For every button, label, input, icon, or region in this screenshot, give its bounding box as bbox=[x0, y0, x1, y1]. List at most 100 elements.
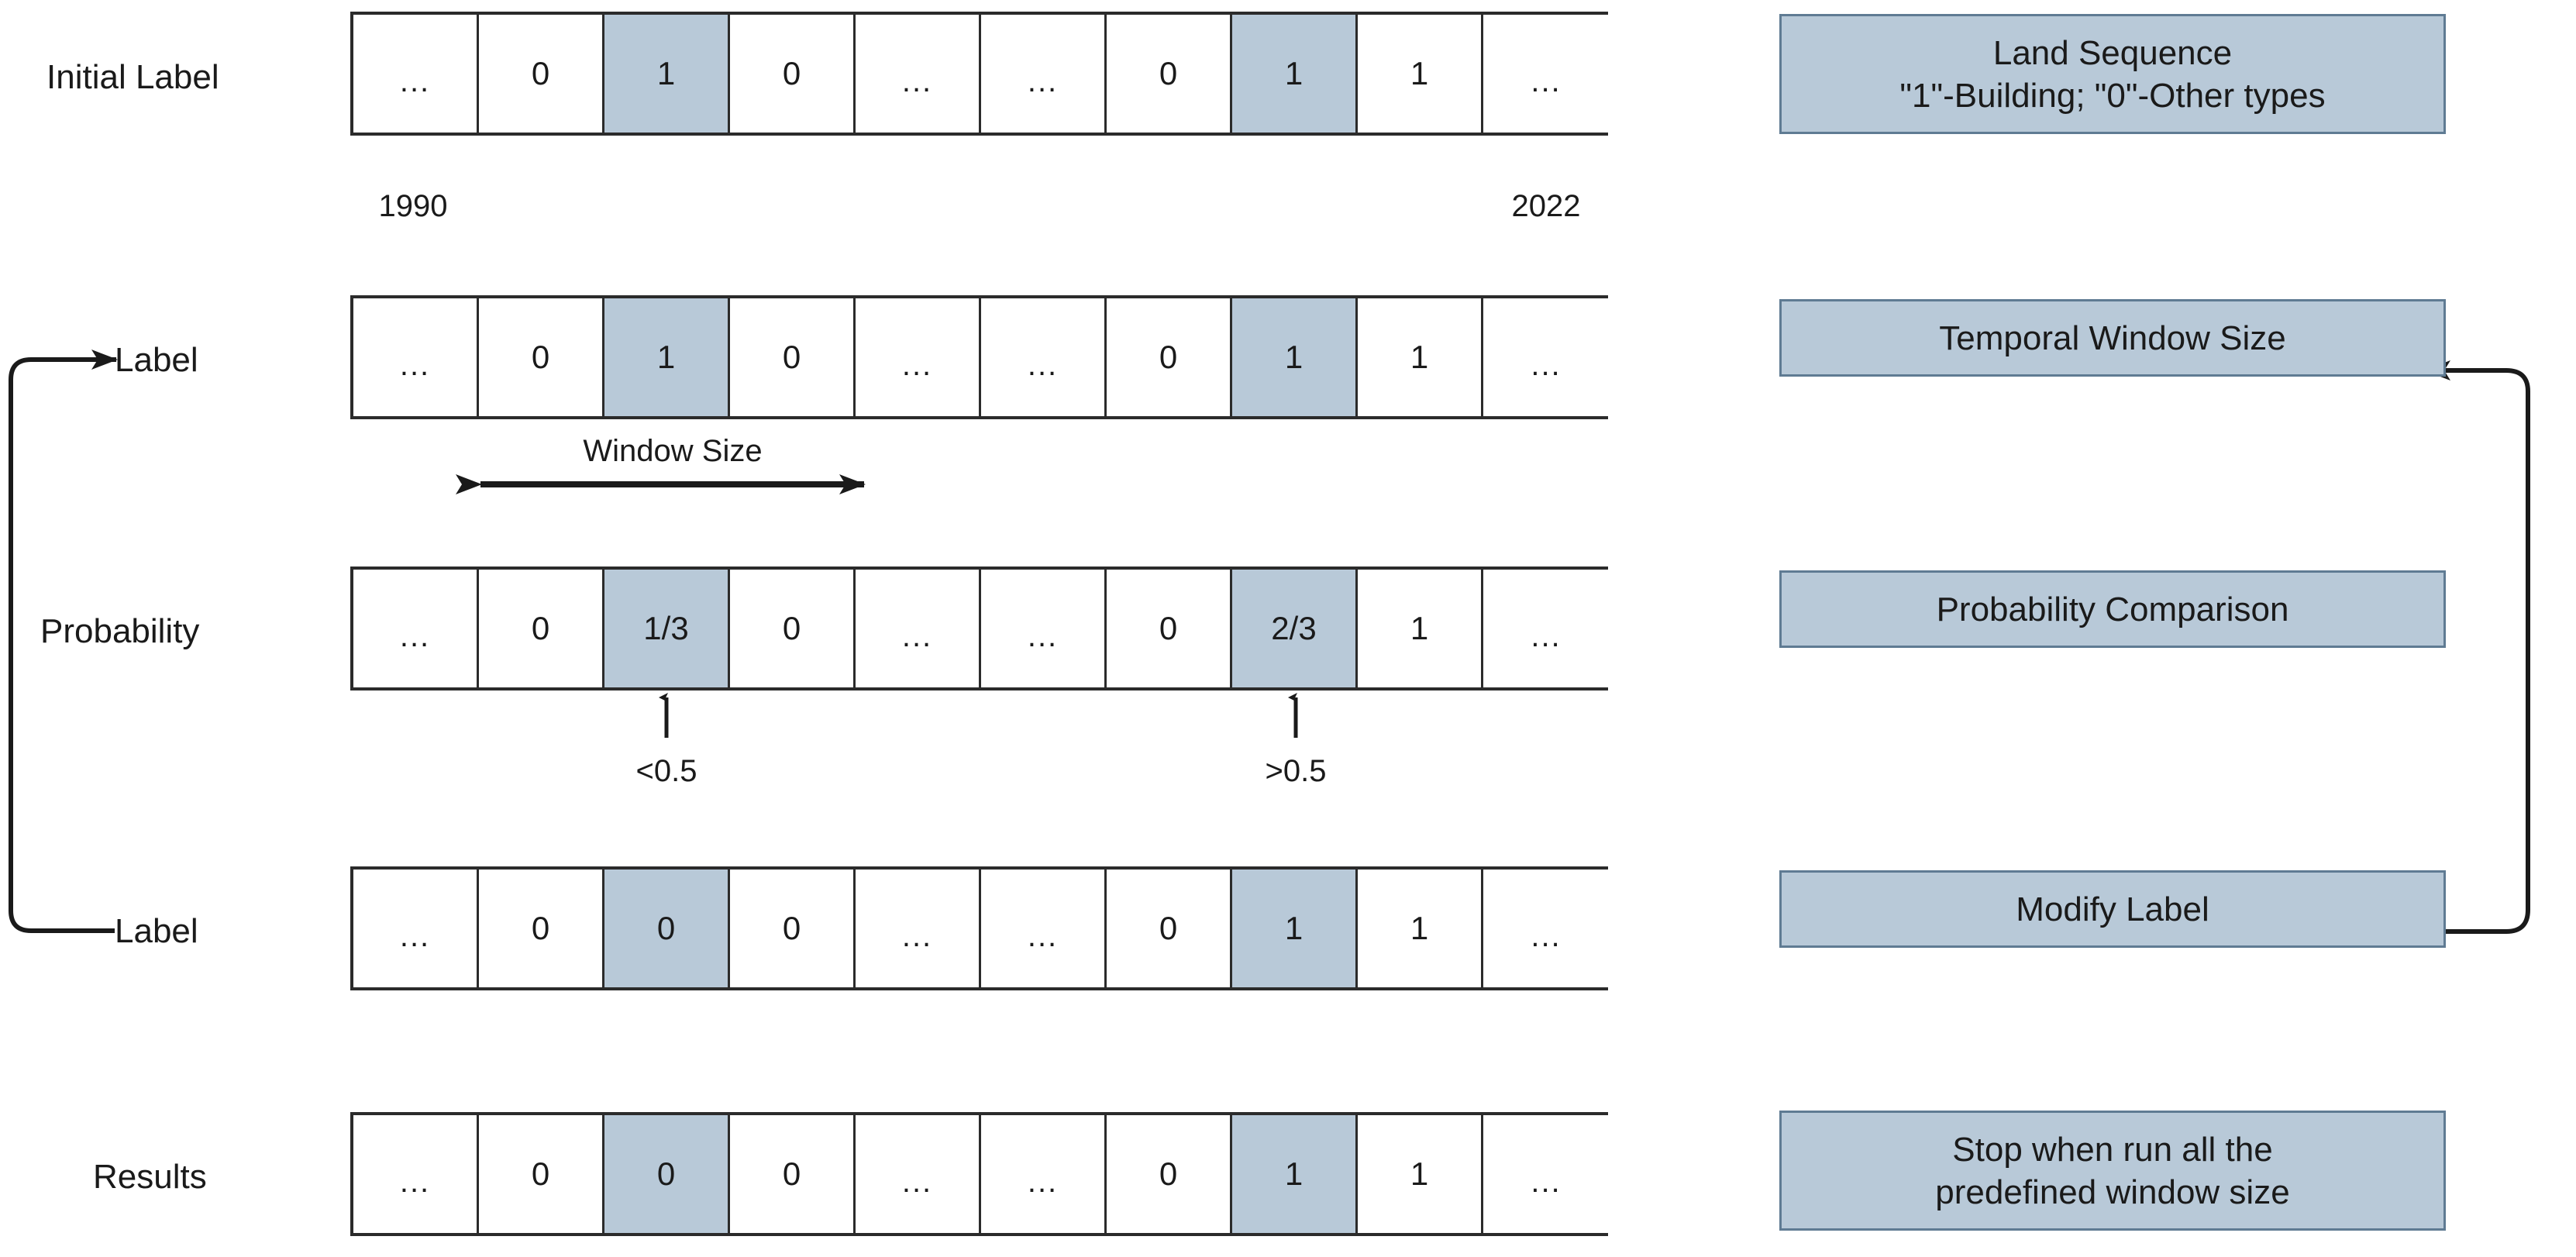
sequence-cell[interactable]: 0 bbox=[479, 15, 604, 133]
year-start-label: 1990 bbox=[378, 189, 448, 223]
sequence-cell[interactable]: 0 bbox=[730, 298, 856, 416]
sequence-cell[interactable]: ... bbox=[353, 15, 479, 133]
cell-value: 0 bbox=[656, 1155, 676, 1192]
cell-value: ... bbox=[901, 1164, 933, 1199]
sequence-cell-highlighted[interactable]: 1 bbox=[604, 15, 730, 133]
sequence-cell-highlighted[interactable]: 1 bbox=[1232, 15, 1358, 133]
cell-value: ... bbox=[901, 347, 933, 382]
sequence-cell[interactable]: ... bbox=[1483, 15, 1609, 133]
sequence-cell[interactable]: 0 bbox=[479, 298, 604, 416]
sequence-strip-results: ... 0 0 0 ... ... 0 1 1 ... bbox=[350, 1112, 1609, 1236]
sequence-cell[interactable]: ... bbox=[856, 1115, 981, 1233]
sequence-cell[interactable]: ... bbox=[856, 15, 981, 133]
sequence-cell[interactable]: 0 bbox=[1107, 870, 1232, 987]
sequence-strip-initial-label: ... 0 1 0 ... ... 0 1 1 ... bbox=[350, 12, 1609, 136]
cell-value: ... bbox=[1027, 64, 1059, 98]
sequence-cell[interactable]: ... bbox=[353, 570, 479, 687]
cell-value: 1 bbox=[1410, 55, 1429, 91]
row-label-results: Results bbox=[93, 1158, 207, 1196]
cell-value: ... bbox=[1027, 918, 1059, 953]
sequence-cell[interactable]: 1 bbox=[1358, 570, 1483, 687]
sequence-cell[interactable]: ... bbox=[353, 298, 479, 416]
sequence-cell[interactable]: 1 bbox=[1358, 15, 1483, 133]
sequence-cell[interactable]: 0 bbox=[1107, 298, 1232, 416]
sequence-cell-highlighted[interactable]: 0 bbox=[604, 870, 730, 987]
sequence-strip-label-bottom: ... 0 0 0 ... ... 0 1 1 ... bbox=[350, 866, 1609, 990]
cell-value: 0 bbox=[1159, 610, 1178, 646]
cell-value: ... bbox=[901, 618, 933, 653]
cell-value: 0 bbox=[782, 910, 801, 946]
sequence-cell[interactable]: ... bbox=[981, 15, 1107, 133]
cell-value: ... bbox=[1027, 347, 1059, 382]
cell-value: 1 bbox=[656, 339, 676, 375]
sequence-cell[interactable]: 0 bbox=[479, 1115, 604, 1233]
sequence-cell[interactable]: ... bbox=[1483, 570, 1609, 687]
cell-value: 0 bbox=[531, 339, 550, 375]
sequence-cell[interactable]: 0 bbox=[1107, 1115, 1232, 1233]
sequence-cell[interactable]: 0 bbox=[730, 870, 856, 987]
right-feedback-loop-arrow bbox=[2413, 360, 2530, 934]
row-label-probability: Probability bbox=[40, 612, 200, 650]
sequence-cell-highlighted[interactable]: 0 bbox=[604, 1115, 730, 1233]
cell-value: 1 bbox=[1410, 339, 1429, 375]
info-box-modify-label[interactable]: Modify Label bbox=[1779, 870, 2446, 948]
sequence-cell[interactable]: ... bbox=[856, 570, 981, 687]
info-box-temporal-window-size[interactable]: Temporal Window Size bbox=[1779, 299, 2446, 377]
sequence-cell-highlighted[interactable]: 1 bbox=[1232, 870, 1358, 987]
sequence-cell[interactable]: ... bbox=[353, 1115, 479, 1233]
sequence-cell[interactable]: ... bbox=[1483, 298, 1609, 416]
sequence-cell[interactable]: 0 bbox=[479, 870, 604, 987]
cell-value: 0 bbox=[1159, 1155, 1178, 1192]
cell-value: ... bbox=[901, 64, 933, 98]
cell-value: ... bbox=[1531, 347, 1562, 382]
sequence-cell[interactable]: ... bbox=[1483, 1115, 1609, 1233]
cell-value: 0 bbox=[531, 55, 550, 91]
sequence-cell[interactable]: 0 bbox=[730, 1115, 856, 1233]
sequence-cell[interactable]: ... bbox=[981, 870, 1107, 987]
prob-high-threshold-label: >0.5 bbox=[1265, 754, 1327, 788]
cell-value: 0 bbox=[782, 339, 801, 375]
cell-value: 2/3 bbox=[1271, 610, 1317, 646]
cell-value: ... bbox=[1531, 918, 1562, 953]
info-box-land-sequence[interactable]: Land Sequence "1"-Building; "0"-Other ty… bbox=[1779, 14, 2446, 134]
sequence-cell-highlighted[interactable]: 1 bbox=[604, 298, 730, 416]
sequence-cell[interactable]: 0 bbox=[1107, 15, 1232, 133]
cell-value: 0 bbox=[1159, 55, 1178, 91]
sequence-cell-highlighted[interactable]: 2/3 bbox=[1232, 570, 1358, 687]
cell-value: 0 bbox=[1159, 910, 1178, 946]
cell-value: 1 bbox=[1410, 1155, 1429, 1192]
cell-value: ... bbox=[399, 64, 431, 98]
sequence-cell[interactable]: ... bbox=[353, 870, 479, 987]
sequence-cell[interactable]: ... bbox=[981, 570, 1107, 687]
sequence-cell[interactable]: 1 bbox=[1358, 870, 1483, 987]
cell-value: 1 bbox=[1284, 910, 1303, 946]
sequence-cell[interactable]: 0 bbox=[730, 15, 856, 133]
cell-value: ... bbox=[399, 1164, 431, 1199]
cell-value: 1 bbox=[1284, 339, 1303, 375]
cell-value: 0 bbox=[782, 55, 801, 91]
sequence-cell-highlighted[interactable]: 1/3 bbox=[604, 570, 730, 687]
row-label-initial-label: Initial Label bbox=[46, 58, 219, 96]
sequence-cell[interactable]: 0 bbox=[1107, 570, 1232, 687]
sequence-cell[interactable]: 0 bbox=[479, 570, 604, 687]
info-box-stop-condition[interactable]: Stop when run all the predefined window … bbox=[1779, 1111, 2446, 1231]
sequence-cell[interactable]: ... bbox=[856, 870, 981, 987]
year-end-label: 2022 bbox=[1511, 189, 1581, 223]
sequence-cell[interactable]: ... bbox=[981, 298, 1107, 416]
sequence-cell[interactable]: 1 bbox=[1358, 298, 1483, 416]
sequence-cell[interactable]: ... bbox=[1483, 870, 1609, 987]
sequence-cell-highlighted[interactable]: 1 bbox=[1232, 1115, 1358, 1233]
sequence-cell[interactable]: ... bbox=[856, 298, 981, 416]
sequence-cell[interactable]: 1 bbox=[1358, 1115, 1483, 1233]
sequence-cell[interactable]: 0 bbox=[730, 570, 856, 687]
cell-value: 0 bbox=[531, 1155, 550, 1192]
sequence-cell[interactable]: ... bbox=[981, 1115, 1107, 1233]
cell-value: ... bbox=[1531, 618, 1562, 653]
cell-value: 1 bbox=[1284, 1155, 1303, 1192]
cell-value: ... bbox=[399, 918, 431, 953]
cell-value: 0 bbox=[531, 610, 550, 646]
info-box-probability-comparison[interactable]: Probability Comparison bbox=[1779, 570, 2446, 648]
sequence-cell-highlighted[interactable]: 1 bbox=[1232, 298, 1358, 416]
prob-low-threshold-label: <0.5 bbox=[635, 754, 697, 788]
